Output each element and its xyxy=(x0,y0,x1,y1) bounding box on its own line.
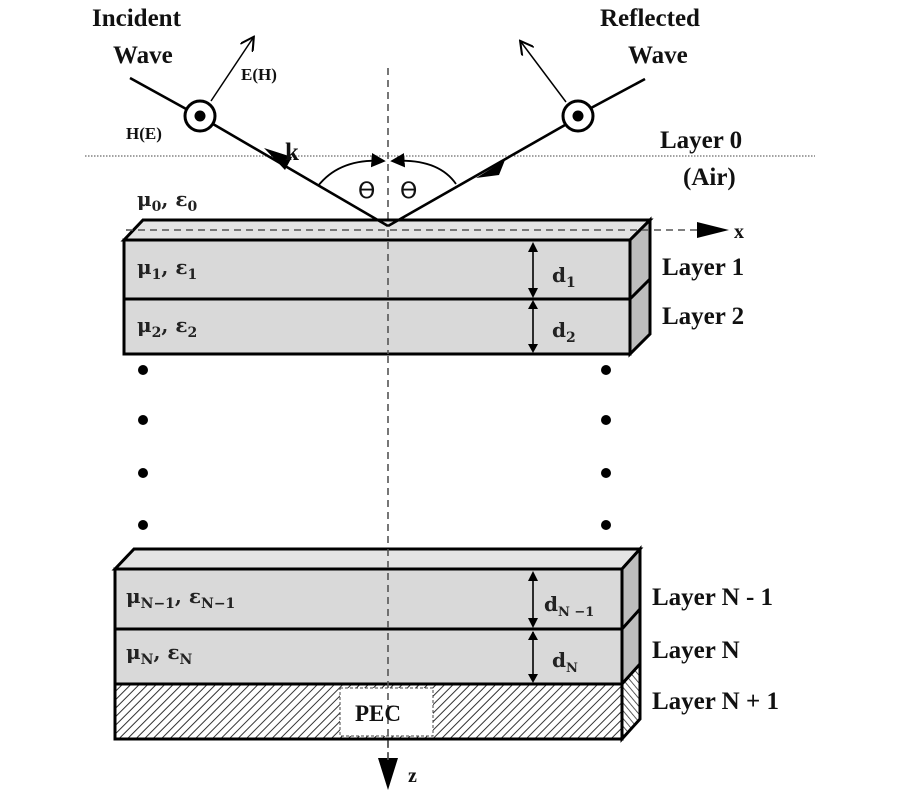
layer-1-front xyxy=(122,238,632,301)
k-vector-label: k xyxy=(285,139,299,166)
pec-label-box xyxy=(339,687,434,737)
bottom-side-face xyxy=(620,545,642,688)
layer-n-label: Layer N xyxy=(652,637,740,664)
incident-wave-label-line2: Wave xyxy=(113,42,173,69)
bottom-top-face xyxy=(111,547,644,571)
incident-wave-label-line1: Incident xyxy=(92,5,182,32)
z-axis-arrowhead xyxy=(378,758,398,790)
e-field-label: E(H) xyxy=(241,65,277,84)
layer-2-label: Layer 2 xyxy=(662,303,744,330)
reflected-k-arrowhead xyxy=(476,160,505,178)
layer-n-params: μN, εN xyxy=(126,640,193,668)
pec-label: PEC xyxy=(355,701,401,726)
theta-reflected-label: ϴ xyxy=(400,179,417,204)
d2-label: d2 xyxy=(552,318,576,346)
layer-1-params: μ1, ε1 xyxy=(137,255,197,283)
d1-label: d1 xyxy=(552,263,576,291)
layer-2-front xyxy=(122,297,632,356)
top-layer-stack xyxy=(120,216,654,358)
incident-angle-arc xyxy=(317,152,386,187)
ellipsis-dots-left xyxy=(138,365,148,530)
layer-n-minus-1-params: μN−1, εN−1 xyxy=(126,584,235,612)
incident-ray-tail xyxy=(129,76,189,112)
z-axis-label: z xyxy=(408,765,417,787)
ellipsis-dots-right xyxy=(601,365,611,530)
theta-incident-label: ϴ xyxy=(358,179,375,204)
reflected-ray-tail xyxy=(590,77,646,110)
layer-n-minus-1-label: Layer N - 1 xyxy=(652,584,773,611)
incident-ray xyxy=(212,122,389,228)
dn-minus-1-label: dN −1 xyxy=(544,592,594,620)
air-params: μ0, ε0 xyxy=(137,187,198,215)
x-axis-label: x xyxy=(734,221,744,243)
reflected-e-field-arrow xyxy=(521,42,567,103)
reflected-wave-label-line2: Wave xyxy=(628,42,688,69)
layer-0-label: Layer 0 xyxy=(660,127,742,154)
layer-2-params: μ2, ε2 xyxy=(137,313,197,341)
reflected-ray xyxy=(387,123,566,228)
air-label: (Air) xyxy=(683,164,736,191)
incident-e-field-arrow xyxy=(210,38,253,102)
x-axis-arrowhead xyxy=(697,222,729,238)
h-field-label: H(E) xyxy=(126,124,162,143)
dn-label: dN xyxy=(552,648,578,676)
reflected-wave-label-line1: Reflected xyxy=(600,5,700,32)
layer-1-label: Layer 1 xyxy=(662,254,744,281)
layer-n-plus-1-label: Layer N + 1 xyxy=(652,688,779,715)
reflected-angle-arc xyxy=(390,152,457,185)
incident-k-arrowhead xyxy=(264,148,292,170)
